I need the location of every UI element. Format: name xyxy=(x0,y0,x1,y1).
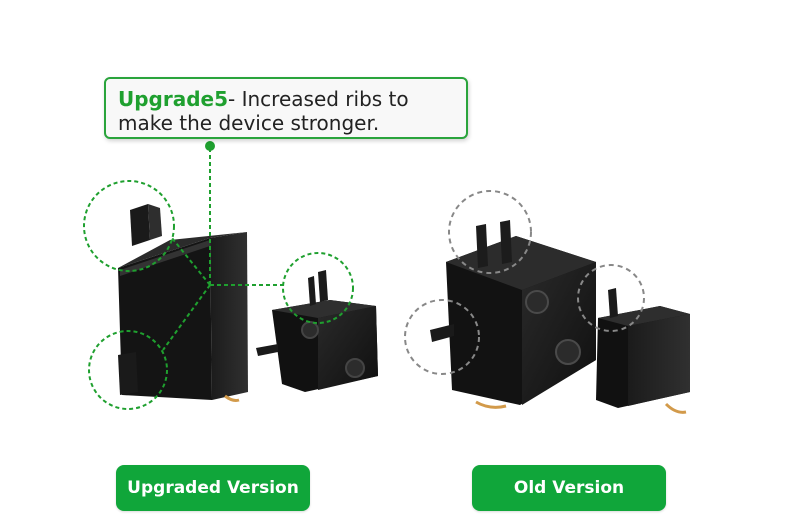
upgrade-callout: Upgrade5- Increased ribs to make the dev… xyxy=(104,77,468,139)
old-relay-large xyxy=(430,220,596,409)
callout-text: - Increased ribs to make the device stro… xyxy=(118,87,409,135)
old-relay-small xyxy=(596,288,690,414)
callout-highlight: Upgrade5 xyxy=(118,87,229,111)
rib-highlight-markers xyxy=(83,148,354,410)
old-version-label: Old Version xyxy=(472,465,666,511)
upgraded-relay-large xyxy=(118,204,248,402)
upgraded-version-label: Upgraded Version xyxy=(116,465,310,511)
callout-anchor-dot xyxy=(205,141,215,151)
old-version-markers xyxy=(404,190,645,375)
upgraded-relay-small xyxy=(256,270,378,392)
